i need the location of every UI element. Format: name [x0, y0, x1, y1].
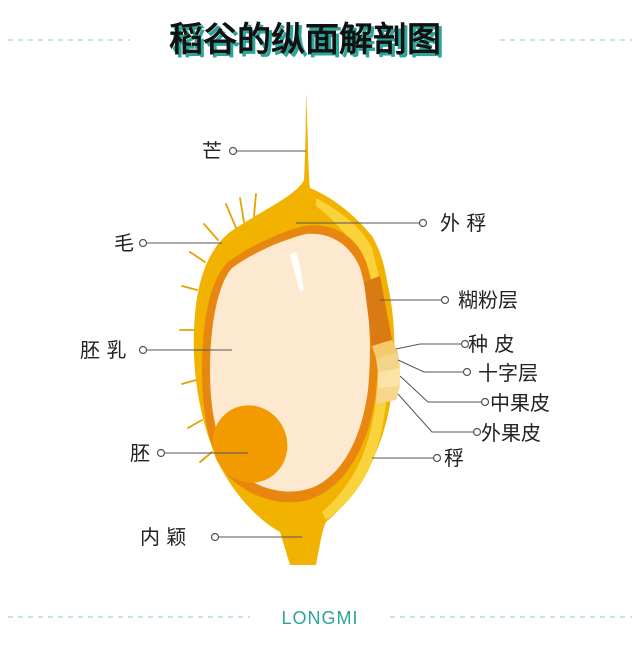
label-mesocarp: 中果皮 [490, 391, 550, 415]
label-awn: 芒 [202, 139, 222, 163]
leader-dots [138, 146, 490, 542]
hull-notch [290, 252, 304, 292]
label-glume: 稃 [444, 446, 464, 470]
exocarp-strip [376, 386, 400, 404]
label-hair: 毛 [114, 231, 134, 255]
label-exocarp: 外果皮 [481, 421, 541, 445]
grain [179, 92, 400, 565]
label-seed-coat: 种 皮 [468, 332, 514, 356]
label-endosperm: 胚 乳 [80, 338, 126, 362]
label-cross-layer: 十字层 [478, 361, 538, 385]
cross-layer-strip [376, 352, 400, 372]
label-embryo: 胚 [130, 441, 150, 465]
seed-coat-layer [372, 340, 398, 358]
mesocarp-strip [378, 368, 400, 388]
label-palea: 内 颖 [140, 525, 186, 549]
embryo [212, 405, 288, 483]
leader-lines [146, 150, 482, 538]
page-title-shadow: 稻谷的纵面解剖图 [172, 23, 444, 63]
label-lemma: 外 稃 [440, 211, 486, 235]
brand-logo: LONGMI [281, 608, 358, 628]
aleurone-layer [364, 276, 392, 346]
label-aleurone: 糊粉层 [458, 288, 518, 312]
page-title: 稻谷的纵面解剖图 [169, 20, 441, 60]
hull-hairs [179, 193, 257, 463]
